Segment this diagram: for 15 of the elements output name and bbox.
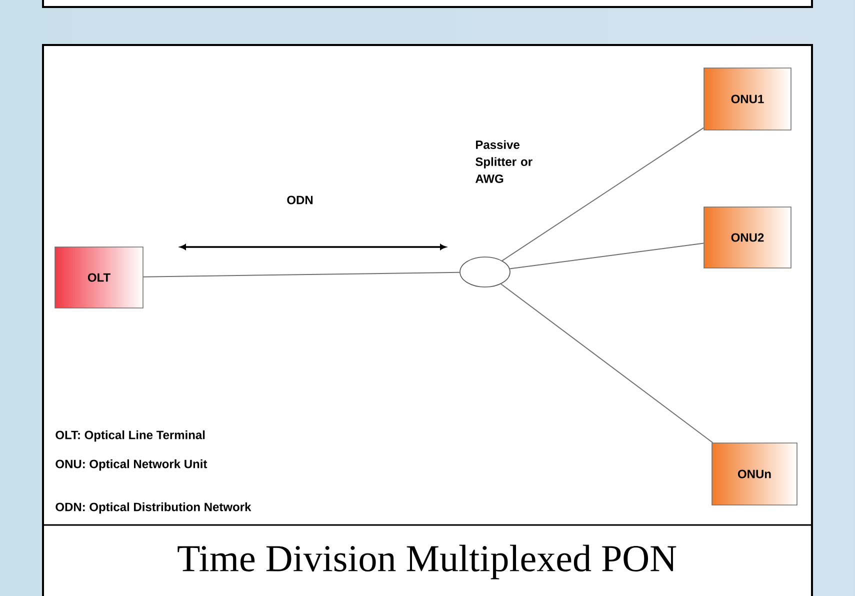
fiber-line <box>142 272 460 278</box>
legend-text: ODN: Optical Distribution Network <box>56 502 252 514</box>
fiber-line <box>500 283 714 444</box>
splitter-label: Passive Splitter or AWG <box>476 140 532 183</box>
unit-box: ONUn <box>712 442 798 506</box>
title: Time Division Multiplexed PON <box>178 544 676 580</box>
legend-text: OLT: Optical Line Terminal <box>56 430 205 442</box>
fiber-line <box>502 127 704 262</box>
unit-box: ONU1 <box>704 68 792 130</box>
fiber-line <box>509 242 704 270</box>
unit-box: ONU2 <box>704 206 792 268</box>
splitter-ellipse <box>460 256 510 288</box>
legend-text: ONU: Optical Network Unit <box>56 459 208 471</box>
dimension-label: ODN <box>287 196 313 204</box>
unit-box: OLT <box>54 246 144 308</box>
